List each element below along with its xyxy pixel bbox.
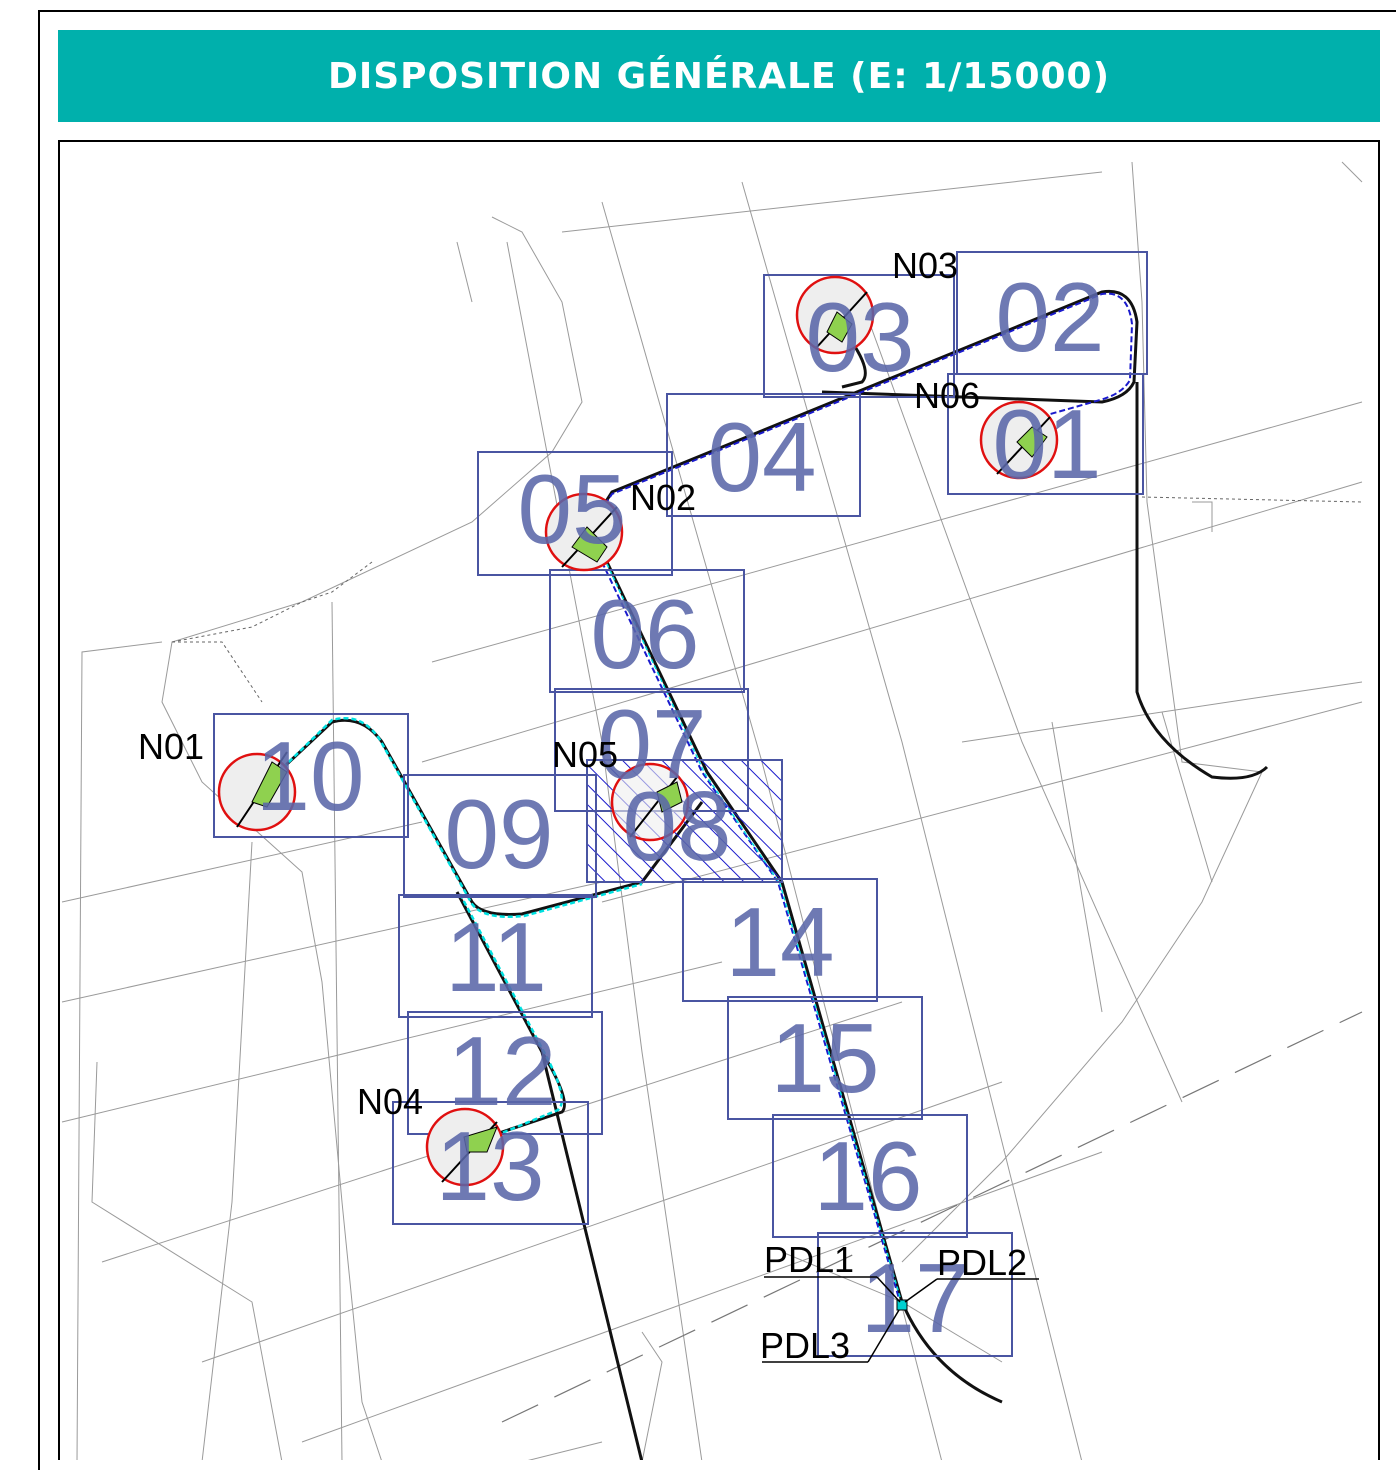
turbine-label-n03: N03 (892, 245, 958, 286)
tile-number-09: 09 (444, 779, 553, 889)
pdl3-label: PDL3 (760, 1325, 850, 1366)
tile-11-frame (398, 894, 593, 1018)
tile-number-14: 14 (725, 887, 834, 997)
turbine-n05-symbol (610, 762, 690, 842)
turbine-symbols (217, 275, 1059, 1187)
turbine-n04-symbol (425, 1107, 505, 1187)
tile-number-04: 04 (707, 402, 816, 512)
pdl2-label: PDL2 (937, 1242, 1027, 1283)
tile-17-frame (817, 1232, 1013, 1357)
sheet-tiles (213, 251, 1148, 1357)
tile-number-01: 01 (992, 389, 1101, 499)
title-bar: DISPOSITION GÉNÉRALE (E: 1/15000) (58, 30, 1380, 122)
turbine-label-n04: N04 (357, 1081, 423, 1122)
map-frame[interactable]: 01 02 03 04 05 06 07 08 09 10 11 12 13 1… (58, 140, 1380, 1460)
tile-number-03: 03 (805, 282, 914, 392)
tile-number-06: 06 (590, 579, 699, 689)
tile-number-11: 11 (445, 902, 547, 1012)
tile-10-frame (213, 713, 409, 838)
tile-02-frame (956, 251, 1148, 375)
turbine-n03-symbol (795, 275, 875, 355)
tile-number-17: 17 (860, 1243, 969, 1353)
turbine-label-n05: N05 (552, 734, 618, 775)
tile-08-frame (586, 759, 783, 883)
page-frame (38, 10, 1396, 1470)
map-canvas[interactable]: 01 02 03 04 05 06 07 08 09 10 11 12 13 1… (60, 142, 1380, 1460)
page-title: DISPOSITION GÉNÉRALE (E: 1/15000) (327, 55, 1111, 97)
delivery-station-marker (896, 1299, 908, 1311)
turbine-labels: N01 N02 N03 N04 N05 N06 (138, 245, 980, 1122)
turbine-n06-symbol (979, 400, 1059, 480)
tile-13-frame (392, 1101, 589, 1225)
tile-05-frame (477, 451, 673, 576)
tile-number-05: 05 (517, 454, 626, 564)
tile-16-frame (772, 1114, 968, 1238)
tile-number-08: 08 (622, 771, 731, 881)
tile-numbers: 01 02 03 04 05 06 07 08 09 10 11 12 13 1… (255, 262, 1104, 1353)
turbine-label-n02: N02 (630, 477, 696, 518)
tile-04-frame (666, 393, 861, 517)
tile-06-frame (549, 569, 745, 693)
pdl1-label: PDL1 (764, 1239, 854, 1280)
tile-number-15: 15 (770, 1003, 879, 1113)
tile-number-02: 02 (995, 262, 1104, 372)
tile-number-10: 10 (255, 721, 364, 831)
tile-12-frame (407, 1011, 603, 1135)
tile-number-13: 13 (435, 1111, 544, 1221)
turbine-label-n01: N01 (138, 726, 204, 767)
turbine-n01-symbol (217, 751, 297, 832)
delivery-stations: PDL1 PDL2 PDL3 (760, 1239, 1039, 1366)
dashed-boundary (501, 1011, 1363, 1423)
tile-14-frame (682, 878, 878, 1002)
fence-lines (171, 496, 1363, 703)
tile-number-12: 12 (447, 1016, 556, 1126)
turbine-label-n06: N06 (914, 375, 980, 416)
tile-15-frame (727, 996, 923, 1120)
tile-number-07: 07 (597, 689, 706, 799)
turbine-n02-symbol (544, 492, 624, 572)
tile-number-16: 16 (813, 1121, 922, 1231)
